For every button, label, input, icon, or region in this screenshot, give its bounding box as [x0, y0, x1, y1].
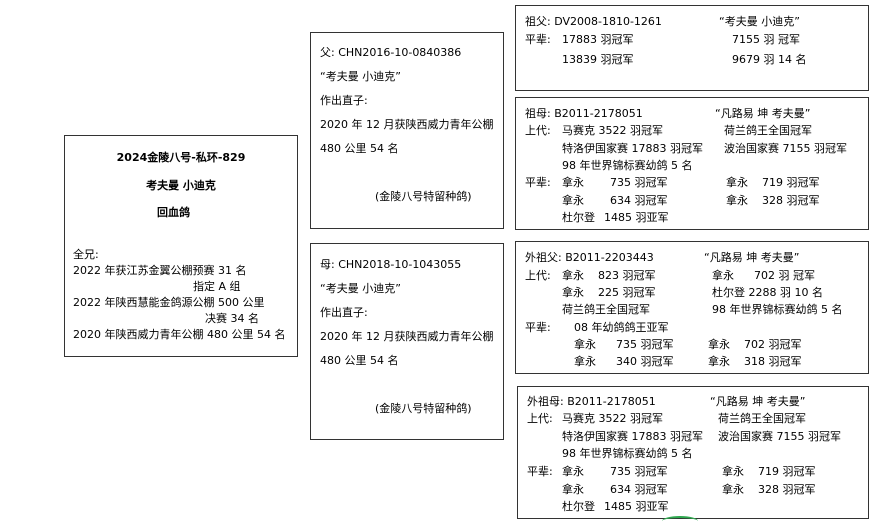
paternal-granddam-ring: 祖母: B2011-2178051 — [525, 107, 643, 120]
paternal-grandsire-card: 祖父: DV2008-1810-1261 “考夫曼 小迪克” 平辈: 17883… — [515, 5, 869, 91]
sibling-result: 719 羽冠军 — [762, 176, 820, 189]
ancestor-result: 98 年世界锦标赛幼鸽 5 名 — [562, 159, 693, 172]
ancestor-result: 马赛克 3522 羽冠军 — [562, 412, 663, 425]
ancestor-result: 823 羽冠军 — [598, 269, 656, 282]
paternal-grandsire-siblings-label: 平辈: — [525, 33, 551, 46]
ancestor-result: 荷兰鸽王全国冠军 — [724, 124, 812, 137]
sibling-result: 1485 羽亚军 — [604, 500, 669, 513]
subject-sibling-result: 决赛 34 名 — [205, 312, 259, 325]
ancestor-result: 702 羽 冠军 — [754, 269, 815, 282]
sire-card: 父: CHN2016-10-0840386 “考夫曼 小迪克” 作出直子: 20… — [310, 32, 504, 229]
siblings-title: 08 年幼鸽鸽王亚军 — [574, 321, 669, 334]
ancestor-result: 特洛伊国家赛 17883 羽冠军 — [562, 430, 703, 443]
sibling-name: 拿永 — [722, 483, 744, 496]
sibling-name: 杜尔登 — [562, 500, 595, 513]
sibling-name: 拿永 — [562, 483, 584, 496]
subject-sibling-result: 2022 年陕西慧能金鸽源公棚 500 公里 — [73, 296, 265, 309]
sibling-result: 17883 羽冠军 — [562, 33, 634, 46]
sibling-result: 7155 羽 冠军 — [732, 33, 800, 46]
ancestor-result: 荷兰鸽王全国冠军 — [562, 303, 650, 316]
sire-result: 480 公里 54 名 — [320, 142, 399, 155]
subject-siblings-label: 全兄: — [73, 248, 99, 261]
paternal-granddam-name: “凡路易 坤 考夫曼” — [715, 107, 811, 120]
sibling-name: 拿永 — [726, 194, 748, 207]
dam-card: 母: CHN2018-10-1043055 “考夫曼 小迪克” 作出直子: 20… — [310, 243, 504, 440]
dam-note: (金陵八号特留种鸽) — [375, 402, 472, 415]
sibling-result: 13839 羽冠军 — [562, 53, 634, 66]
paternal-granddam-ancestors-label: 上代: — [525, 124, 551, 137]
dam-result: 2020 年 12 月获陕西威力青年公棚 — [320, 330, 494, 343]
ancestor-name: 拿永 — [562, 286, 584, 299]
sibling-name: 拿永 — [562, 465, 584, 478]
sibling-result: 719 羽冠军 — [758, 465, 816, 478]
ancestor-result: 特洛伊国家赛 17883 羽冠军 — [562, 142, 703, 155]
sibling-result: 9679 羽 14 名 — [732, 53, 807, 66]
sibling-result: 735 羽冠军 — [610, 465, 668, 478]
maternal-grandsire-siblings-label: 平辈: — [525, 321, 551, 334]
sibling-name: 拿永 — [574, 355, 596, 368]
sibling-name: 拿永 — [708, 338, 730, 351]
sibling-name: 拿永 — [562, 194, 584, 207]
subject-eye: 回血鸽 — [157, 206, 190, 219]
ancestor-result: 98 年世界锦标赛幼鸽 5 名 — [562, 447, 693, 460]
maternal-granddam-siblings-label: 平辈: — [527, 465, 553, 478]
ancestor-result: 荷兰鸽王全国冠军 — [718, 412, 806, 425]
sibling-result: 735 羽冠军 — [610, 176, 668, 189]
subject-sibling-result: 2020 年陕西威力青年公棚 480 公里 54 名 — [73, 328, 286, 341]
sibling-result: 702 羽冠军 — [744, 338, 802, 351]
ancestor-result: 225 羽冠军 — [598, 286, 656, 299]
sibling-result: 634 羽冠军 — [610, 483, 668, 496]
sire-note: (金陵八号特留种鸽) — [375, 190, 472, 203]
sibling-result: 1485 羽亚军 — [604, 211, 669, 224]
sibling-result: 328 羽冠军 — [762, 194, 820, 207]
paternal-granddam-card: 祖母: B2011-2178051 “凡路易 坤 考夫曼” 上代: 马赛克 35… — [515, 97, 869, 230]
paternal-grandsire-name: “考夫曼 小迪克” — [719, 15, 800, 28]
sibling-name: 拿永 — [708, 355, 730, 368]
sibling-result: 340 羽冠军 — [616, 355, 674, 368]
maternal-granddam-ancestors-label: 上代: — [527, 412, 553, 425]
maternal-grandsire-ring: 外祖父: B2011-2203443 — [525, 251, 654, 264]
maternal-grandsire-card: 外祖父: B2011-2203443 “凡路易 坤 考夫曼” 上代: 拿永 82… — [515, 241, 869, 374]
sibling-name: 拿永 — [726, 176, 748, 189]
sibling-name: 杜尔登 — [562, 211, 595, 224]
sire-offspring-label: 作出直子: — [320, 94, 368, 107]
decorative-green-arc — [662, 516, 698, 524]
sibling-name: 拿永 — [722, 465, 744, 478]
dam-ring: 母: CHN2018-10-1043055 — [320, 258, 462, 271]
maternal-granddam-card: 外祖母: B2011-2178051 “凡路易 坤 考夫曼” 上代: 马赛克 3… — [517, 386, 869, 519]
dam-offspring-label: 作出直子: — [320, 306, 368, 319]
ancestor-result: 波治国家赛 7155 羽冠军 — [724, 142, 847, 155]
ancestor-result: 波治国家赛 7155 羽冠军 — [718, 430, 841, 443]
maternal-grandsire-ancestors-label: 上代: — [525, 269, 551, 282]
sibling-result: 735 羽冠军 — [616, 338, 674, 351]
sire-name: “考夫曼 小迪克” — [320, 70, 401, 83]
sibling-name: 拿永 — [574, 338, 596, 351]
sire-result: 2020 年 12 月获陕西威力青年公棚 — [320, 118, 494, 131]
ancestor-name: 拿永 — [562, 269, 584, 282]
dam-name: “考夫曼 小迪克” — [320, 282, 401, 295]
maternal-grandsire-name: “凡路易 坤 考夫曼” — [704, 251, 800, 264]
subject-ring: 2024金陵八号-私环-829 — [116, 151, 246, 164]
subject-name: 考夫曼 小迪克 — [146, 179, 216, 192]
sibling-result: 318 羽冠军 — [744, 355, 802, 368]
paternal-granddam-siblings-label: 平辈: — [525, 176, 551, 189]
ancestor-result: 杜尔登 2288 羽 10 名 — [712, 286, 823, 299]
sibling-result: 328 羽冠军 — [758, 483, 816, 496]
dam-result: 480 公里 54 名 — [320, 354, 399, 367]
sire-ring: 父: CHN2016-10-0840386 — [320, 46, 462, 59]
maternal-granddam-name: “凡路易 坤 考夫曼” — [710, 395, 806, 408]
maternal-granddam-ring: 外祖母: B2011-2178051 — [527, 395, 656, 408]
ancestor-name: 拿永 — [712, 269, 734, 282]
subject-sibling-result: 指定 A 组 — [193, 280, 241, 293]
subject-card: 2024金陵八号-私环-829 考夫曼 小迪克 回血鸽 全兄: 2022 年获江… — [64, 135, 298, 357]
subject-sibling-result: 2022 年获江苏金翼公棚预赛 31 名 — [73, 264, 247, 277]
sibling-name: 拿永 — [562, 176, 584, 189]
sibling-result: 634 羽冠军 — [610, 194, 668, 207]
ancestor-result: 98 年世界锦标赛幼鸽 5 名 — [712, 303, 843, 316]
paternal-grandsire-ring: 祖父: DV2008-1810-1261 — [525, 15, 662, 28]
ancestor-result: 马赛克 3522 羽冠军 — [562, 124, 663, 137]
